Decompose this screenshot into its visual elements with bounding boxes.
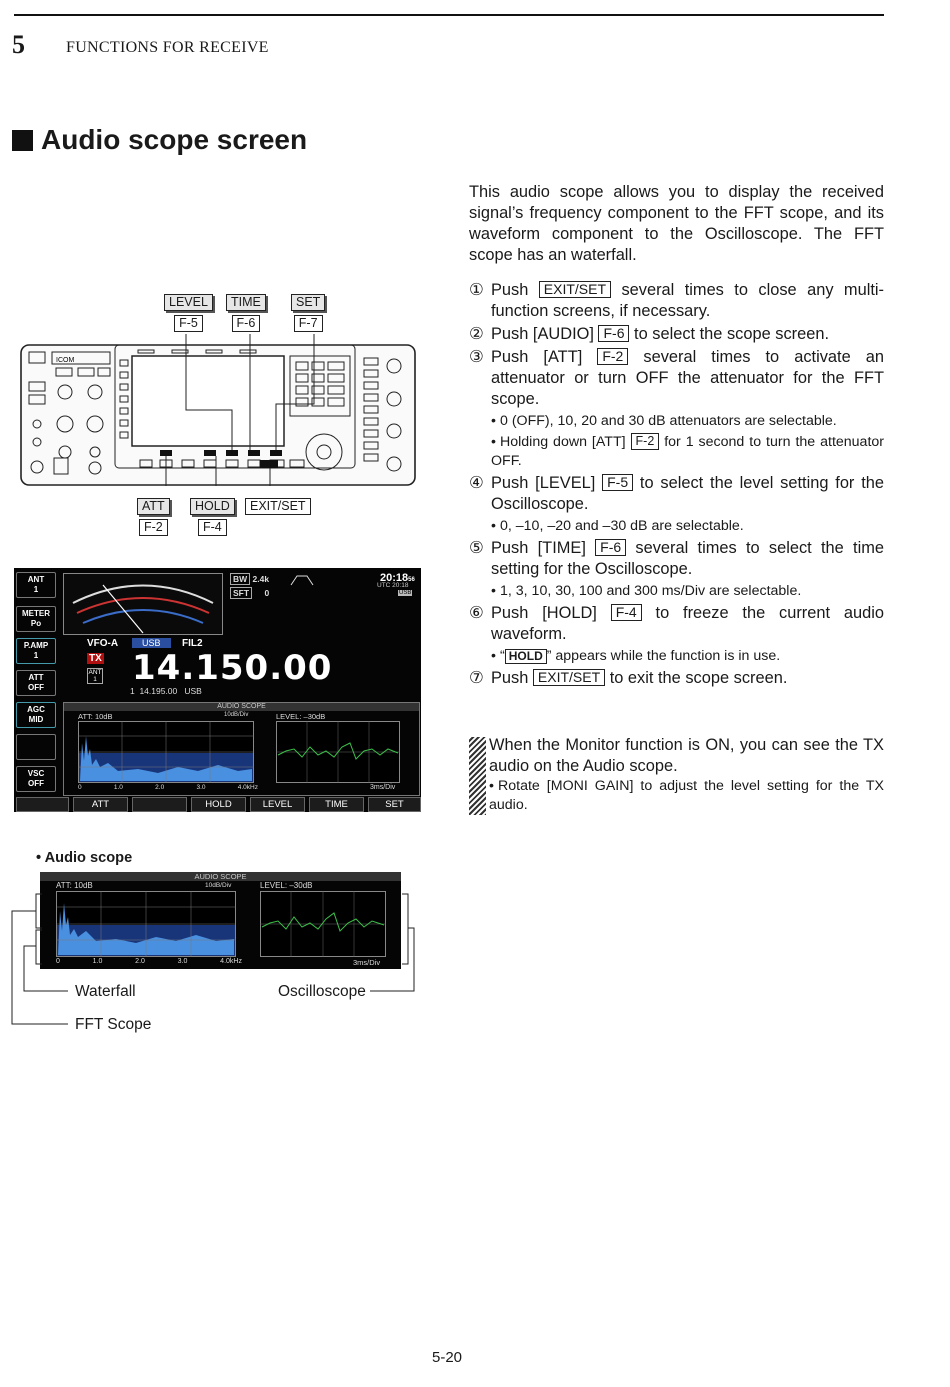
- vfo-label: VFO-A: [87, 638, 119, 649]
- step-1: ① Push EXIT/SET several times to close a…: [469, 281, 884, 320]
- intro-paragraph: This audio scope allows you to display t…: [469, 183, 884, 264]
- key-f5: F-5: [602, 474, 634, 491]
- mode-badge: USB: [132, 638, 171, 648]
- section-heading: Audio scope screen: [12, 124, 307, 156]
- utc-mode-tag: USB: [398, 590, 413, 596]
- lcd-softkey-blank: [16, 734, 56, 760]
- fkey-att: ATT: [73, 797, 128, 812]
- step-4: ④ Push [LEVEL] F-5 to select the level s…: [469, 474, 884, 513]
- key-label-exit-set: EXIT/SET: [245, 498, 311, 515]
- note-bullet: •Rotate [MONI GAIN] to adjust the level …: [489, 778, 884, 813]
- key-f4: F-4: [610, 604, 642, 621]
- step-5: ⑤ Push [TIME] F-6 several times to selec…: [469, 539, 884, 578]
- fkey-hold: HOLD: [191, 797, 246, 812]
- note-box: When the Monitor function is ON, you can…: [469, 735, 884, 815]
- fkey-f1: [16, 797, 69, 812]
- page-number: 5-20: [432, 1349, 463, 1366]
- key-f6: F-6: [598, 325, 630, 342]
- sft-readout: SFT 0: [230, 587, 269, 599]
- fkey-set: SET: [368, 797, 421, 812]
- step-7: ⑦ Push EXIT/SET to exit the scope screen…: [469, 669, 788, 687]
- lcd-audio-scope: AUDIO SCOPE ATT: 10dB 10dB/Div LEVEL: –3…: [63, 702, 420, 796]
- step-5-bullet: •1, 3, 10, 30, 100 and 300 ms/Div are se…: [491, 583, 802, 599]
- step-6: ⑥ Push [HOLD] F-4 to freeze the current …: [469, 604, 884, 643]
- fkey-time: TIME: [309, 797, 364, 812]
- s-meter: [63, 573, 223, 635]
- callout-lines: [11, 893, 415, 1025]
- note-text: When the Monitor function is ON, you can…: [489, 736, 884, 775]
- filter-label: FIL2: [182, 638, 203, 649]
- chapter-number: 5: [12, 30, 25, 59]
- fkey-level: LEVEL: [250, 797, 305, 812]
- step-4-bullet: •0, –10, –20 and –30 dB are selectable.: [491, 518, 744, 534]
- waterfall-label: Waterfall: [75, 983, 136, 1000]
- fkey-f3: [132, 797, 187, 812]
- audio-scope-enlarged: AUDIO SCOPE ATT: 10dB 10dB/Div LEVEL: –3…: [40, 872, 401, 969]
- bw-readout: BW 2.4k: [230, 573, 269, 585]
- main-frequency: 14.150.00: [132, 648, 333, 688]
- key-f6: F-6: [595, 539, 627, 556]
- step-3-bullet-2: •Holding down [ATT] F-2 for 1 second to …: [491, 433, 885, 469]
- tx-indicator: TX: [87, 653, 104, 664]
- audio-scope-caption: • Audio scope: [36, 850, 133, 866]
- step-3: ③ Push [ATT] F-2 several times to activa…: [469, 348, 884, 408]
- key-exit-set: EXIT/SET: [538, 281, 612, 298]
- chapter-title: FUNCTIONS FOR RECEIVE: [66, 39, 269, 56]
- filter-shape-icon: [290, 575, 314, 586]
- key-exit-set: EXIT/SET: [532, 669, 606, 686]
- section-title: Audio scope screen: [41, 124, 308, 155]
- utc-clock: UTC 20:18: [377, 582, 409, 589]
- step-3-bullet-1: •0 (OFF), 10, 20 and 30 dB attenuators a…: [491, 413, 837, 429]
- note-hatch-icon: [469, 737, 486, 815]
- ant-indicator: ANT 1: [87, 668, 103, 684]
- oscilloscope-label: Oscilloscope: [278, 983, 366, 1000]
- hold-indicator: HOLD: [504, 649, 547, 664]
- key-f2: F-2: [597, 348, 629, 365]
- step-2: ② Push [AUDIO] F-6 to select the scope s…: [469, 325, 830, 343]
- square-bullet-icon: [12, 129, 33, 151]
- step-6-bullet: •“HOLD” appears while the function is in…: [491, 648, 781, 664]
- sub-frequency: 1 14.195.00 USB: [130, 686, 202, 696]
- header-rule: [14, 14, 884, 16]
- fft-scope-label: FFT Scope: [75, 1016, 152, 1033]
- transceiver-front-panel: ICOM: [20, 334, 416, 486]
- brand-logo: ICOM: [56, 357, 74, 364]
- steps-list: ① Push EXIT/SET several times to close a…: [469, 280, 884, 691]
- clock: 20:1856: [380, 572, 415, 584]
